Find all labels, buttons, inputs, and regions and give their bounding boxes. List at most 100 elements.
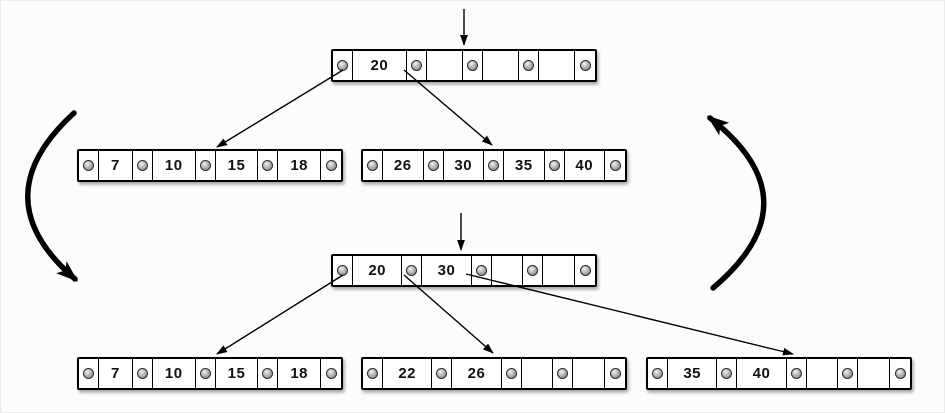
key-cell: 20 (353, 256, 403, 285)
pointer-slot (519, 51, 539, 80)
pointer-slot (838, 359, 859, 388)
pointer-slot (787, 359, 807, 388)
pointer-dot-icon (199, 368, 211, 379)
key-cell: 7 (99, 151, 133, 180)
key-cell: 35 (668, 359, 718, 388)
pointer-dot-icon (406, 265, 418, 276)
pointer-dot-icon (136, 368, 148, 379)
key-cell: 30 (444, 151, 484, 180)
pointer-slot (605, 359, 625, 388)
pointer-dot-icon (609, 368, 621, 379)
pointer-slot (648, 359, 668, 388)
cycle-arrow-left-icon (25, 110, 79, 282)
pointer-dot-icon (410, 60, 422, 71)
key-cell: 10 (153, 151, 196, 180)
pointer-dot-icon (842, 368, 854, 379)
pointer-slot (553, 359, 574, 388)
pointer-dot-icon (579, 265, 591, 276)
pointer-dot-icon (325, 160, 337, 171)
pointer-slot (333, 51, 353, 80)
pointer-slot (363, 151, 383, 180)
edge-after-root-child-0 (216, 274, 344, 355)
pointer-slot (424, 151, 444, 180)
node-after-root: 20 30 (331, 254, 597, 287)
key-cell: 18 (278, 151, 322, 180)
key-cell (539, 51, 575, 80)
key-cell (807, 359, 839, 388)
pointer-dot-icon (325, 368, 337, 379)
pointer-dot-icon (337, 60, 348, 71)
pointer-slot (321, 359, 341, 388)
pointer-dot-icon (894, 368, 906, 379)
pointer-slot (484, 151, 504, 180)
key-cell: 22 (383, 359, 433, 388)
pointer-slot (605, 151, 625, 180)
pointer-dot-icon (790, 368, 802, 379)
pointer-dot-icon (579, 60, 591, 71)
key-cell: 18 (278, 359, 322, 388)
pointer-dot-icon (652, 368, 663, 379)
pointer-dot-icon (83, 160, 94, 171)
pointer-slot (321, 151, 341, 180)
edge-before-root-child-0 (216, 69, 344, 148)
pointer-slot (717, 359, 738, 388)
pointer-slot (258, 359, 279, 388)
key-cell: 26 (383, 151, 424, 180)
pointer-dot-icon (557, 368, 569, 379)
pointer-dot-icon (367, 368, 378, 379)
pointer-dot-icon (427, 160, 439, 171)
pointer-slot (133, 151, 153, 180)
pointer-slot (79, 359, 99, 388)
key-cell: 30 (422, 256, 472, 285)
node-after-child-2: 35 40 (646, 357, 912, 390)
pointer-dot-icon (337, 265, 348, 276)
key-cell: 10 (153, 359, 196, 388)
pointer-slot (545, 151, 565, 180)
pointer-slot (523, 256, 544, 285)
pointer-slot (502, 359, 522, 388)
pointer-dot-icon (475, 265, 487, 276)
key-cell: 35 (504, 151, 545, 180)
pointer-dot-icon (609, 160, 621, 171)
key-cell: 15 (216, 359, 259, 388)
pointer-slot (258, 151, 279, 180)
pointer-slot (333, 256, 353, 285)
key-cell (492, 256, 524, 285)
pointer-slot (575, 51, 595, 80)
pointer-slot (432, 359, 453, 388)
node-before-child-0: 7 10 15 18 (77, 149, 343, 182)
node-before-child-1: 26 30 35 40 (361, 149, 627, 182)
key-cell (483, 51, 519, 80)
pointer-slot (472, 256, 492, 285)
key-cell (522, 359, 554, 388)
key-cell (427, 51, 463, 80)
pointer-dot-icon (199, 160, 211, 171)
pointer-dot-icon (136, 160, 148, 171)
pointer-dot-icon (527, 265, 539, 276)
key-cell: 40 (565, 151, 605, 180)
key-cell (543, 256, 575, 285)
pointer-slot (196, 359, 216, 388)
key-cell: 26 (452, 359, 502, 388)
key-cell: 7 (99, 359, 133, 388)
pointer-dot-icon (262, 160, 274, 171)
pointer-slot (890, 359, 910, 388)
key-cell: 15 (216, 151, 259, 180)
node-before-root: 20 (331, 49, 597, 82)
pointer-dot-icon (466, 60, 478, 71)
key-cell: 40 (737, 359, 787, 388)
node-after-child-0: 7 10 15 18 (77, 357, 343, 390)
key-cell (573, 359, 605, 388)
pointer-dot-icon (488, 160, 499, 171)
pointer-slot (407, 51, 427, 80)
pointer-slot (575, 256, 595, 285)
pointer-slot (196, 151, 216, 180)
pointer-dot-icon (721, 368, 733, 379)
key-cell (858, 359, 890, 388)
key-cell: 20 (353, 51, 407, 80)
pointer-slot (133, 359, 153, 388)
pointer-dot-icon (548, 160, 560, 171)
pointer-slot (363, 359, 383, 388)
pointer-dot-icon (262, 368, 274, 379)
